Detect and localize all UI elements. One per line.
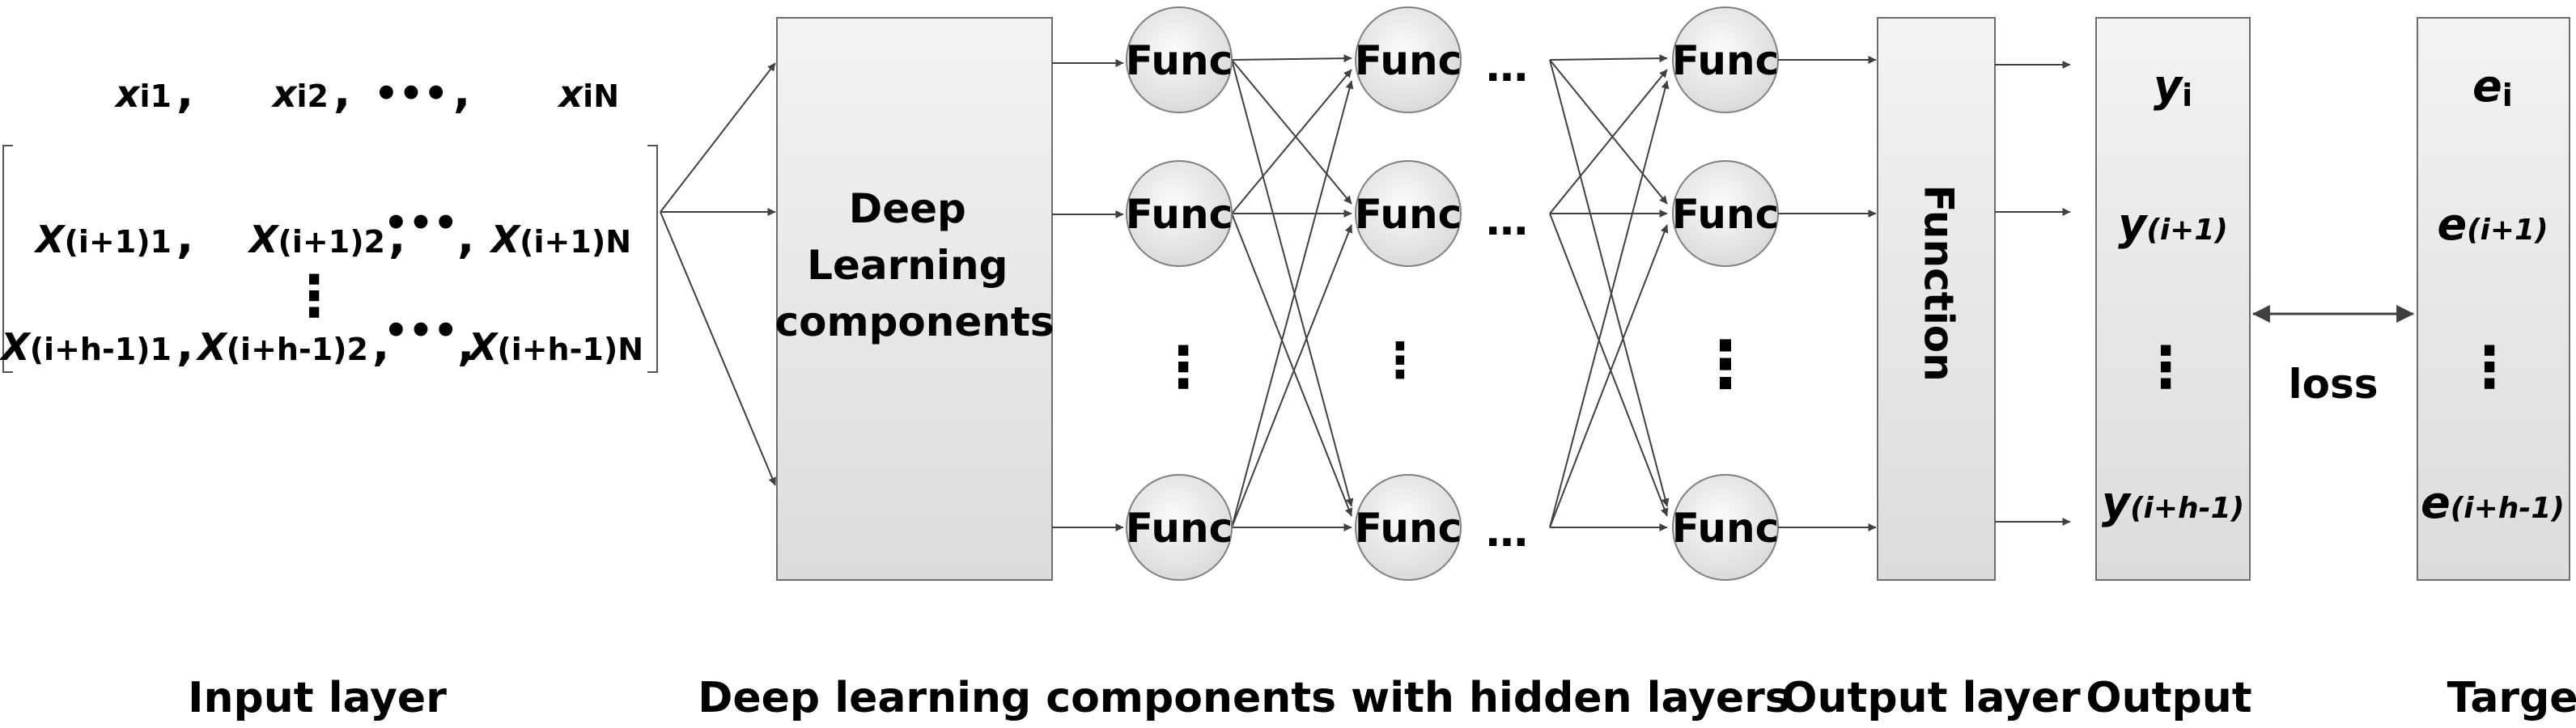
node-vertical-dots: ⋮ <box>1155 334 1212 400</box>
input-arrow <box>660 62 776 213</box>
dl-box-label: Deep Learning components <box>775 185 1055 345</box>
func-node <box>1126 160 1233 267</box>
matrix-cell-r1c1: xi1 <box>114 72 172 116</box>
target-item: ei <box>2472 61 2513 113</box>
matrix-ellipsis: ••• <box>384 308 458 353</box>
caption-target: Target <box>2447 674 2576 722</box>
matrix-comma: , <box>176 211 193 264</box>
matrix-ellipsis: ••• <box>384 201 458 246</box>
caption-deep-learning: Deep learning components with hidden lay… <box>698 674 1790 722</box>
matrix-vertical-dots: ⋮ <box>286 263 342 329</box>
func-node-label: Func <box>1355 191 1462 238</box>
func-node-label: Func <box>1355 505 1462 552</box>
matrix-left-bracket <box>2 145 13 373</box>
layer-ellipsis: … <box>1486 508 1528 557</box>
hidden-layer-1: Func Func Func ⋮ <box>1126 6 1233 581</box>
caption-input-layer: Input layer <box>188 674 447 722</box>
matrix-cell-r2c3: X(i+1)N <box>489 218 631 261</box>
func-node <box>1126 474 1233 581</box>
node-vertical-dots: ⋮ <box>1693 327 1758 402</box>
matrix-comma: , <box>176 319 193 371</box>
func-node-label: Func <box>1672 37 1780 84</box>
target-item: e(i+1) <box>2437 199 2548 250</box>
matrix-cell-r3c2: X(i+h-1)2 <box>195 325 368 369</box>
caption-output: Output <box>2086 674 2251 722</box>
matrix-cell-r3c1: X(i+h-1)1 <box>0 325 172 369</box>
output-box <box>2095 17 2251 581</box>
matrix-comma: , <box>333 66 350 118</box>
matrix-cell-r2c2: X(i+1)2 <box>247 218 385 261</box>
matrix-comma: , <box>372 319 389 371</box>
func-node-label: Func <box>1126 37 1233 84</box>
output-function-box <box>1877 17 1996 581</box>
output-item: y(i+1) <box>2118 199 2228 250</box>
deep-learning-components-box <box>776 17 1053 581</box>
matrix-cell-r1c3: xiN <box>558 72 620 116</box>
output-function-label: Function <box>1916 184 1963 381</box>
matrix-comma: , <box>388 211 405 264</box>
func-node <box>1355 6 1462 113</box>
output-vertical-dots: ⋮ <box>2137 334 2194 400</box>
matrix-cell-r3c3: X(i+h-1)N <box>466 325 643 369</box>
target-item: e(i+h-1) <box>2421 477 2565 528</box>
matrix-cell-r1c2: xi2 <box>271 72 329 116</box>
hidden-layer-last: Func Func Func ⋮ <box>1672 6 1780 581</box>
func-node-label: Func <box>1672 191 1780 238</box>
layer-ellipsis: … <box>1486 43 1528 91</box>
func-node <box>1126 6 1233 113</box>
connections-to-last-hidden-layer <box>1549 54 1670 531</box>
input-arrow <box>660 211 776 486</box>
layer-ellipsis: … <box>1486 197 1528 245</box>
matrix-right-bracket <box>647 145 658 373</box>
hidden-layer-2: Func Func Func ⋮ <box>1355 6 1462 581</box>
matrix-ellipsis: ••• <box>374 71 448 116</box>
loss-label: loss <box>2288 361 2378 408</box>
func-node-label: Func <box>1126 191 1233 238</box>
connections-layer1-layer2 <box>1231 54 1354 531</box>
node-vertical-dots: ⋮ <box>1376 332 1424 389</box>
matrix-comma: , <box>457 319 474 371</box>
func-node-label: Func <box>1672 505 1780 552</box>
matrix-comma: , <box>176 66 193 118</box>
func-node <box>1355 160 1462 267</box>
func-node <box>1355 474 1462 581</box>
output-item: yi <box>2154 61 2192 113</box>
matrix-cell-r2c1: X(i+1)1 <box>33 218 172 261</box>
func-node-label: Func <box>1126 505 1233 552</box>
output-item: y(i+h-1) <box>2102 477 2244 528</box>
target-vertical-dots: ⋮ <box>2461 334 2518 400</box>
matrix-comma: , <box>453 66 470 118</box>
caption-output-layer: Output layer <box>1781 674 2081 722</box>
func-node-label: Func <box>1355 37 1462 84</box>
matrix-comma: , <box>457 211 474 264</box>
target-box <box>2417 17 2570 581</box>
